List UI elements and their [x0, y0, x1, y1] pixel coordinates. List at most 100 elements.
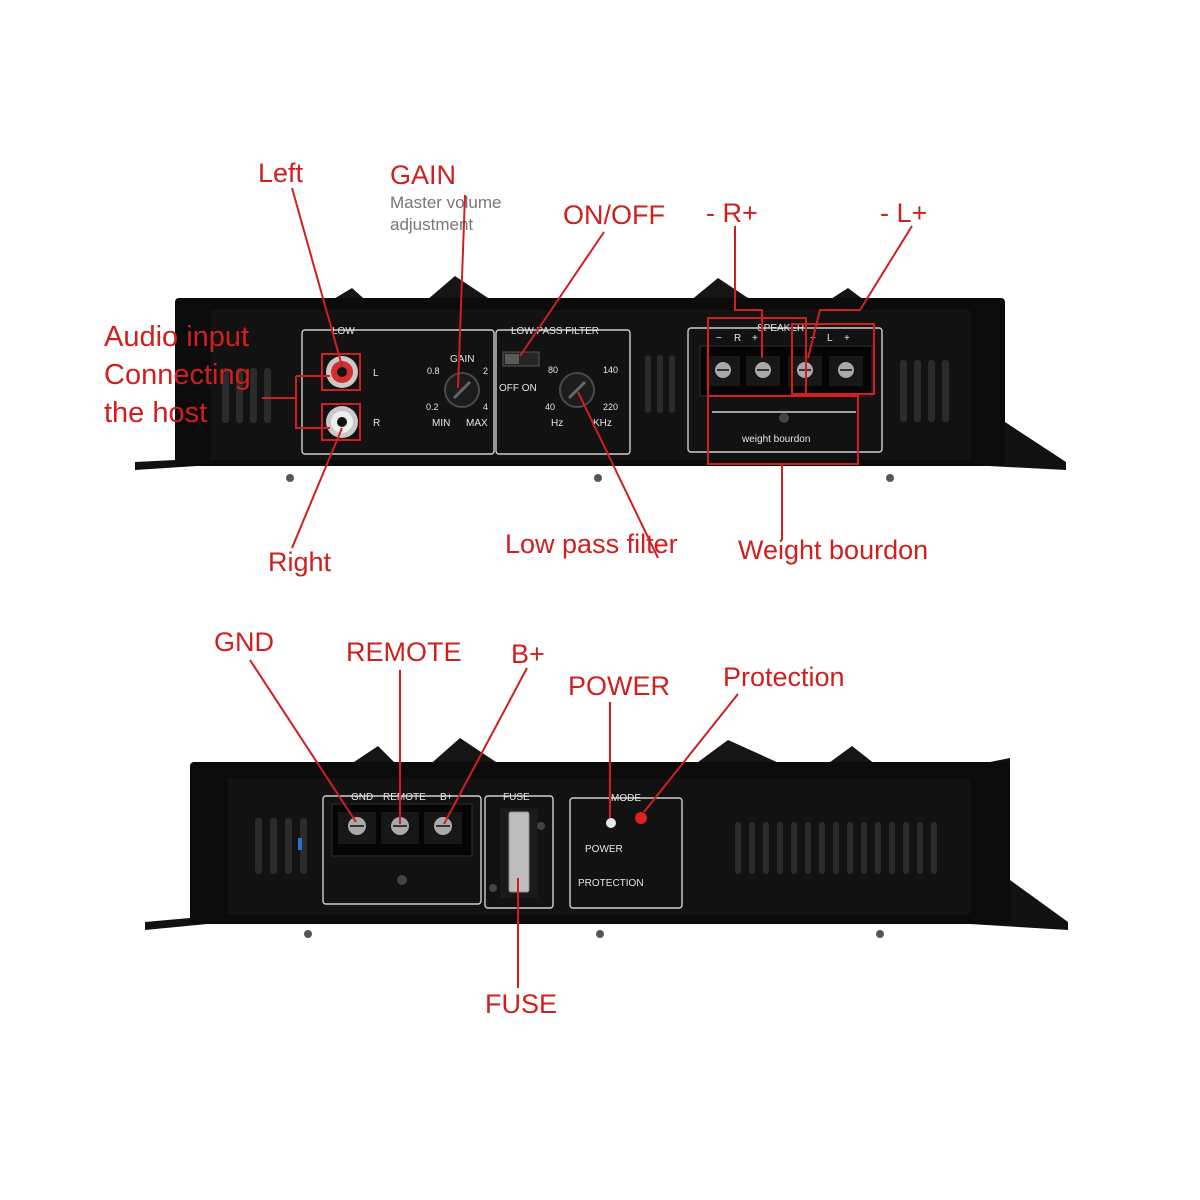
gain-panel-label: GAIN	[450, 354, 474, 365]
highlight-rca-right	[321, 403, 361, 441]
protection-panel-label: PROTECTION	[578, 878, 644, 889]
callout-low-pass-filter: Low pass filter	[505, 529, 678, 559]
speaker-pin-label: −	[716, 333, 722, 344]
callout-protection: Protection	[723, 662, 845, 692]
lpf-tick-220: 220	[603, 402, 618, 412]
gnd-panel-label: GND	[351, 792, 373, 803]
power-panel-label: POWER	[585, 844, 623, 855]
lpf-frame	[495, 329, 631, 455]
callout-power: POWER	[568, 671, 670, 701]
terminal-screw-icon[interactable]	[338, 812, 376, 844]
leader-line	[291, 427, 343, 549]
gain-min-label: MIN	[432, 418, 450, 429]
heatsink-fin	[690, 740, 790, 768]
leader-line	[807, 225, 913, 359]
rca-jack-right	[326, 406, 358, 438]
blue-wire-mark	[298, 838, 302, 850]
callout-overlay: Left GAIN Master volume adjustment ON/OF…	[104, 158, 928, 1019]
highlight-speaker-l	[791, 323, 875, 395]
speaker-title: SPEAKER	[757, 323, 804, 334]
channel-l-label: L	[373, 368, 379, 379]
mode-frame	[569, 797, 683, 909]
gain-tick-0-2: 0.2	[426, 402, 439, 412]
callout-left: Left	[258, 158, 304, 188]
leader-line	[249, 659, 357, 823]
terminal-screw-icon[interactable]	[706, 356, 740, 386]
screw-icon	[779, 413, 789, 423]
lpf-tick-80: 80	[548, 365, 558, 375]
leader-line	[519, 231, 605, 357]
gain-tick-0-8: 0.8	[427, 366, 440, 376]
gain-tick-4: 4	[483, 402, 488, 412]
lpf-off-on-label: OFF ON	[499, 383, 537, 394]
lpf-knob[interactable]	[559, 372, 595, 408]
lpf-on-off-switch[interactable]	[502, 351, 540, 367]
callout-gnd: GND	[214, 627, 274, 657]
terminal-screw-icon[interactable]	[424, 812, 462, 844]
lpf-tick-140: 140	[603, 365, 618, 375]
vent-slots-center	[645, 355, 675, 413]
leader-line	[443, 667, 528, 825]
terminal-screw-icon[interactable]	[829, 356, 863, 386]
leader-line	[734, 226, 763, 358]
callout-audio-input-3: the host	[104, 397, 207, 429]
vent-slots-right	[735, 822, 937, 874]
screw-icon	[286, 474, 294, 482]
callout-remote: REMOTE	[346, 637, 462, 667]
low-input-frame	[301, 329, 495, 455]
leader-line	[295, 376, 330, 429]
bplus-panel-label: B+	[440, 792, 453, 803]
screw-icon	[397, 875, 407, 885]
vent-slots-left	[222, 368, 271, 423]
heatsink-fin	[426, 738, 505, 768]
callout-audio-input-2: Connecting	[104, 359, 251, 391]
highlight-rca-left	[321, 353, 361, 391]
weight-bourdon-panel-label: weight bourdon	[741, 434, 810, 445]
callout-gain-note-1: Master volume	[390, 193, 501, 212]
callout-right: Right	[268, 547, 332, 577]
vent-slots-left	[255, 818, 307, 874]
lpf-hz-label: Hz	[551, 418, 563, 429]
fuse-panel-label: FUSE	[503, 792, 530, 803]
speaker-pin-label: +	[752, 333, 758, 344]
lpf-title: LOW PASS FILTER	[511, 326, 599, 337]
terminal-screw-icon[interactable]	[746, 356, 780, 386]
section-low-label: LOW	[332, 326, 355, 337]
leader-line	[291, 187, 343, 367]
callout-r-pair: - R+	[706, 198, 758, 228]
screw-icon	[876, 930, 884, 938]
callout-on-off: ON/OFF	[563, 200, 665, 230]
gain-tick-2: 2	[483, 366, 488, 376]
screw-icon	[489, 884, 497, 892]
speaker-frame	[687, 327, 883, 453]
speaker-pin-label: L	[827, 333, 833, 344]
amplifier-bottom-view: GND REMOTE B+ FUSE MODE POWER PROTECTION	[145, 738, 1068, 938]
screw-icon	[594, 474, 602, 482]
screw-icon	[304, 930, 312, 938]
gain-max-label: MAX	[466, 418, 488, 429]
callout-weight-bourdon: Weight bourdon	[738, 535, 928, 565]
amplifier-top-view: LOW L R GAIN 0.8 2 0.2 4 MIN MAX LOW PAS…	[135, 276, 1066, 482]
mode-panel-label: MODE	[611, 793, 641, 804]
callout-gain-note-2: adjustment	[390, 215, 473, 234]
lpf-khz-label: KHz	[593, 418, 612, 429]
protection-led	[635, 812, 647, 824]
leader-line	[643, 693, 739, 813]
rca-jack-left	[326, 356, 358, 388]
power-led	[606, 818, 616, 828]
speaker-pin-label: R	[734, 333, 741, 344]
highlight-weight-bourdon	[707, 395, 859, 465]
callout-bplus: B+	[511, 639, 545, 669]
power-input-frame	[322, 795, 482, 905]
callout-gain: GAIN	[390, 160, 456, 190]
gain-knob[interactable]	[444, 372, 480, 408]
lpf-tick-40: 40	[545, 402, 555, 412]
leader-line	[577, 391, 659, 559]
callout-l-pair: - L+	[880, 198, 927, 228]
channel-r-label: R	[373, 418, 380, 429]
screw-icon	[886, 474, 894, 482]
screw-icon	[596, 930, 604, 938]
callout-fuse: FUSE	[485, 989, 557, 1019]
vent-slots-right	[900, 360, 949, 422]
callout-audio-input-1: Audio input	[104, 321, 249, 353]
